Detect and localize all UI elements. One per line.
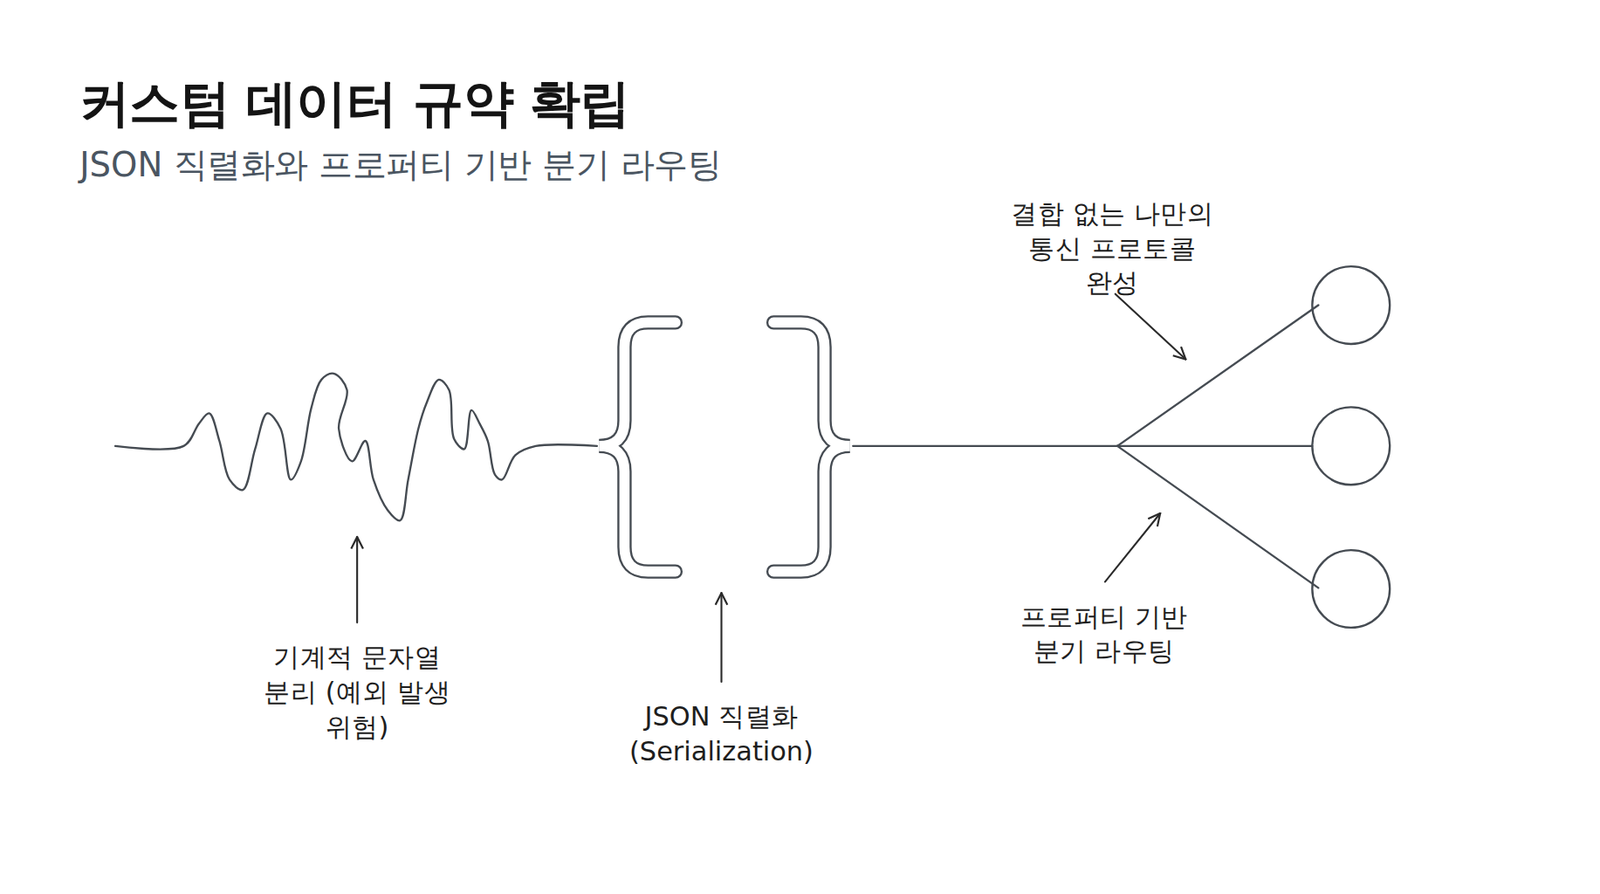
canvas: 커스텀 데이터 규약 확립 JSON 직렬화와 프로퍼티 기반 분기 라우팅기계적… bbox=[0, 0, 1600, 765]
endpoint-circle bbox=[1311, 406, 1390, 485]
endpoint-circle bbox=[1311, 549, 1390, 628]
pointer-arrow bbox=[1115, 294, 1187, 360]
branch-line bbox=[1117, 445, 1312, 447]
branch-line bbox=[1117, 305, 1319, 447]
left-brace-outline bbox=[598, 322, 676, 571]
annotation: 결합 없는 나만의 통신 프로토콜 완성 bbox=[1002, 197, 1223, 302]
noisy-string-line bbox=[115, 373, 598, 522]
annotation: 프로퍼티 기반 분기 라우팅 bbox=[1008, 599, 1200, 669]
annotation: JSON 직렬화 (Serialization) bbox=[591, 700, 852, 765]
left-brace-fill bbox=[598, 322, 676, 571]
right-brace-fill bbox=[773, 322, 851, 571]
annotation: 기계적 문자열 분리 (예외 발생 위험) bbox=[246, 640, 469, 745]
pointer-arrow bbox=[356, 536, 358, 623]
json-line bbox=[852, 445, 1118, 447]
pointer-arrow bbox=[720, 592, 722, 682]
endpoint-circle bbox=[1311, 266, 1390, 344]
slide-subtitle: JSON 직렬화와 프로퍼티 기반 분기 라우팅 bbox=[79, 143, 722, 190]
slide-title: 커스텀 데이터 규약 확립 bbox=[79, 68, 630, 138]
pointer-arrow bbox=[1105, 513, 1161, 582]
right-brace-outline bbox=[773, 322, 851, 571]
branch-line bbox=[1117, 446, 1319, 588]
